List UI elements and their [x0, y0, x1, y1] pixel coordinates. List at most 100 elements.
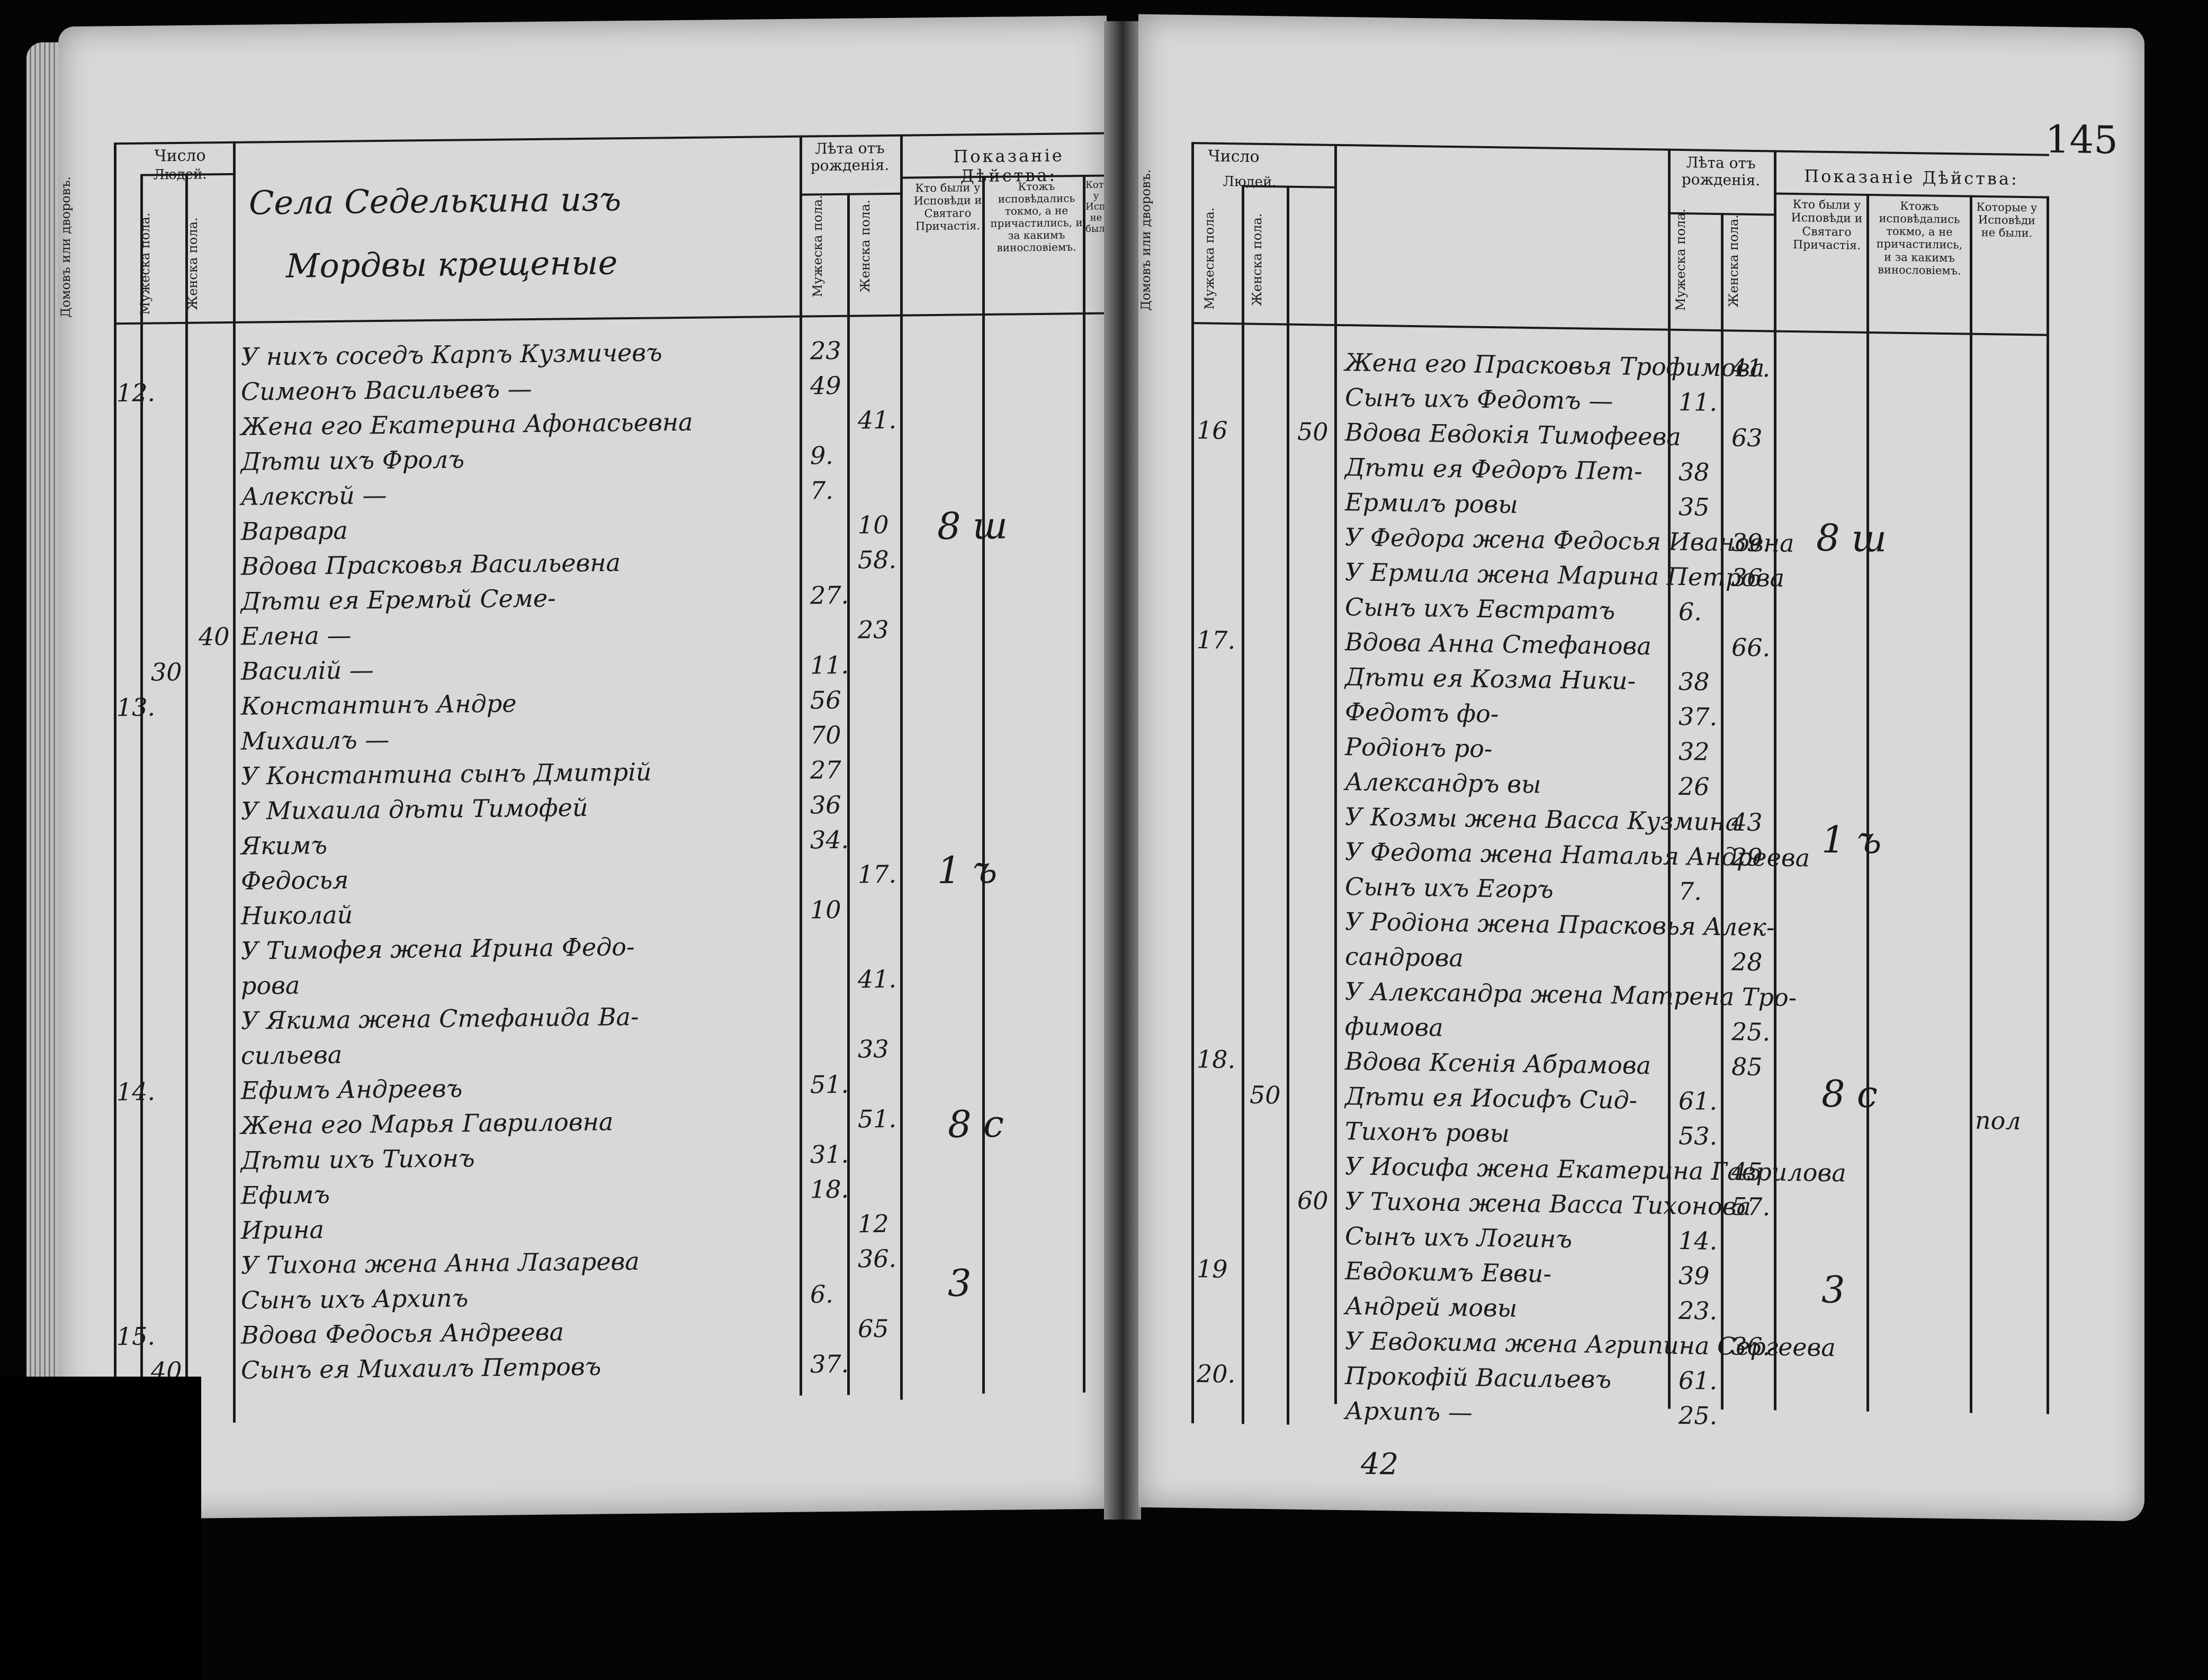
age-female: 23	[858, 615, 889, 644]
house-number: 20.	[1197, 1359, 1236, 1389]
parish-title-line2: Мордвы крещеные	[286, 243, 618, 285]
age-male: 23.	[1679, 1296, 1718, 1325]
entry-name: Вдова Евдокія Тимофеева	[1345, 418, 1681, 452]
entry-name: Ефимъ	[241, 1180, 330, 1210]
book-spread: Число Людей. Домовъ или дворовъ. Мужеска…	[26, 14, 2155, 1546]
header-leta-muzh: Мужеска пола.	[1673, 209, 1688, 311]
entry-name: Тихонъ ровы	[1345, 1117, 1510, 1148]
female-count: 60	[1297, 1185, 1329, 1215]
entry-name: У Тимофея жена Ирина Федо-	[241, 932, 635, 965]
header-col-confessed-only: Ктожъ исповѣдались токмо, а не причастил…	[1876, 199, 1963, 277]
house-number: 17.	[1197, 625, 1236, 655]
age-female: 25.	[1731, 1017, 1771, 1047]
entry-name: У Иосифа жена Екатерина Гаврилова	[1345, 1152, 1846, 1188]
entry-name: Дѣти ея Козма Ники-	[1345, 662, 1636, 695]
age-male: 31.	[810, 1139, 849, 1169]
entry-name: Ирина	[241, 1215, 324, 1245]
entry-name: Василій —	[241, 655, 374, 686]
entry-name: Родіонъ ро-	[1345, 732, 1493, 763]
header-pokazanie: Показаніе Дѣйства:	[1804, 166, 2019, 189]
mark-confessed-3: 8 с	[948, 1102, 1004, 1146]
entry-name: Федосья	[241, 865, 349, 895]
age-male: 61.	[1679, 1365, 1718, 1395]
header-chislo: Число	[1208, 147, 1260, 166]
footer-number: 42	[1361, 1447, 1399, 1482]
age-male: 10	[810, 895, 841, 924]
age-male: 35	[1679, 492, 1710, 522]
entry-name: Ефимъ Андреевъ	[241, 1074, 463, 1105]
entry-name: Вдова Ксенія Абрамова	[1345, 1047, 1651, 1080]
age-male: 25.	[1679, 1400, 1718, 1430]
age-male: 11.	[810, 650, 849, 680]
age-male: 61.	[1679, 1086, 1718, 1116]
age-male: 49	[810, 371, 841, 400]
age-male: 27.	[810, 580, 849, 610]
header-domov: Домовъ или дворовъ.	[58, 176, 73, 318]
house-number: 18.	[1197, 1045, 1236, 1074]
age-male: 7.	[810, 476, 833, 505]
age-female: 28	[1731, 947, 1763, 977]
header-leta-zhen: Женска пола.	[1726, 214, 1741, 308]
age-female: 43	[1731, 807, 1763, 837]
mark-confessed-2: 1 ъ	[937, 848, 998, 892]
entry-name: Сынъ ихъ Евстратъ	[1345, 592, 1615, 625]
entry-name: У Якима жена Стефанида Ва-	[241, 1002, 639, 1035]
entry-name: У Ермила жена Марина Петрова	[1345, 558, 1785, 592]
entry-name: Федотъ фо-	[1345, 697, 1499, 729]
age-female: 36.	[1731, 1332, 1771, 1361]
age-female: 85	[1731, 1052, 1763, 1082]
age-female: 66.	[1731, 633, 1771, 662]
male-count: 50	[1250, 1080, 1281, 1110]
age-male: 53.	[1679, 1121, 1718, 1151]
age-male: 32	[1679, 736, 1710, 766]
entry-name: У Михаила дѣти Тимофей	[241, 793, 588, 825]
age-female: 45	[1731, 1157, 1763, 1187]
age-female: 10	[858, 510, 889, 540]
entry-name: Жена его Екатерина Афонасьевна	[241, 407, 693, 441]
header-muzh: Мужеска пола.	[1202, 207, 1217, 310]
entry-name: Дѣти ея Еремѣй Семе-	[241, 583, 556, 616]
entry-name: фимова	[1345, 1012, 1443, 1042]
entry-name: У Родіона жена Прасковья Алек-	[1345, 907, 1775, 942]
mark-confessed-4: 3	[1821, 1268, 1845, 1312]
age-male: 38	[1679, 667, 1710, 696]
age-male: 6.	[810, 1280, 833, 1309]
scan-black-corner	[0, 1377, 201, 1680]
age-male: 27	[810, 755, 841, 785]
male-count: 30	[151, 657, 182, 687]
age-female: 36.	[858, 1244, 897, 1273]
age-male: 9.	[810, 441, 833, 470]
age-male: 14.	[1679, 1226, 1718, 1255]
entry-name: рова	[241, 971, 300, 1000]
entry-name: Елена —	[241, 621, 352, 651]
age-male: 56	[810, 685, 841, 715]
entry-name: Дѣти ея Иосифъ Сид-	[1345, 1082, 1638, 1115]
header-lyudey: Людей.	[1223, 173, 1277, 191]
folio-number: 145	[2045, 116, 2118, 163]
age-male: 7.	[1679, 876, 1702, 906]
header-leta: Лѣта отъ рожденія.	[1681, 154, 1761, 190]
age-male: 36	[810, 790, 841, 820]
entry-name: Сынъ ихъ Федотъ —	[1345, 383, 1613, 416]
age-female: 63	[1731, 423, 1763, 453]
age-male: 34.	[810, 825, 849, 855]
header-col-confessed-only: Ктожъ исповѣдались токмо, а не причастил…	[990, 179, 1083, 254]
age-male: 39	[1679, 1261, 1710, 1290]
entry-name: Сынъ ея Михаилъ Петровъ	[241, 1352, 602, 1385]
female-count: 50	[1297, 417, 1329, 446]
entry-name: Сынъ ихъ Архипъ	[241, 1283, 469, 1315]
entry-name: Александръ вы	[1345, 767, 1541, 799]
house-number: 19	[1197, 1254, 1228, 1284]
side-note: пол	[1975, 1106, 2021, 1136]
age-female: 58.	[858, 545, 897, 574]
age-female: 51.	[858, 1104, 897, 1134]
parish-title-line1: Села Седелькина изъ	[249, 179, 622, 222]
entry-name: Вдова Прасковья Васильевна	[241, 548, 621, 581]
entry-name: У Александра жена Матрена Тро-	[1345, 977, 1797, 1012]
age-male: 37.	[1679, 702, 1718, 731]
house-number: 16	[1197, 416, 1228, 445]
entry-name: Якимъ	[241, 831, 328, 860]
header-zhen: Женска пола.	[1250, 213, 1264, 306]
entry-name: Прокофій Васильевъ	[1345, 1361, 1611, 1394]
entry-name: Андрей мовы	[1345, 1291, 1518, 1323]
